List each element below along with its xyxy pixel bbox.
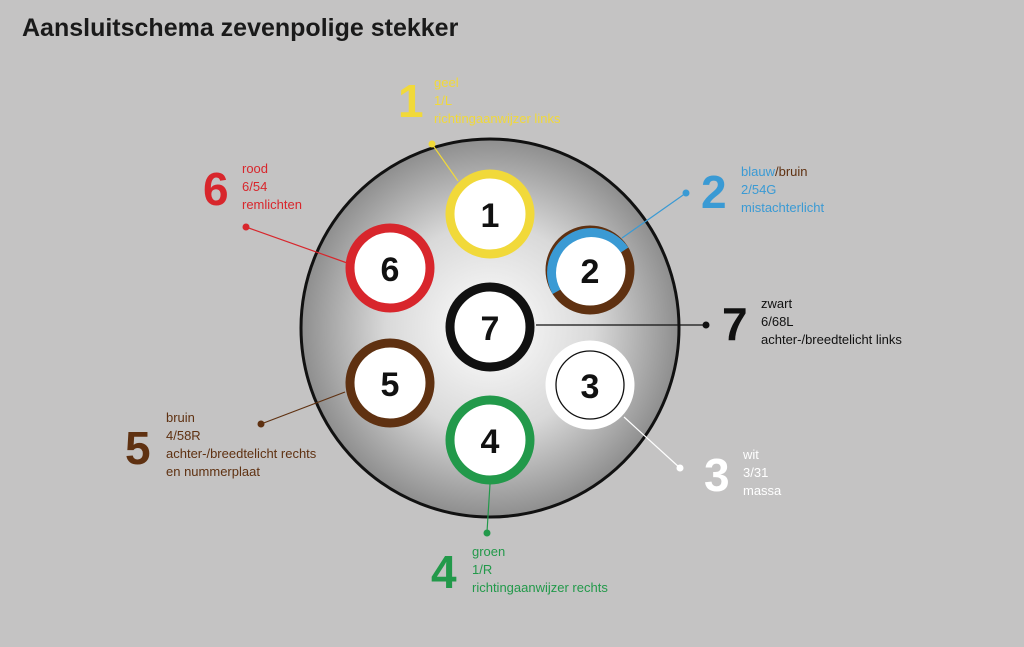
pin-1-big-number: 1 (398, 75, 424, 127)
pin-4-label: groen 1/R richtingaanwijzer rechts (472, 543, 608, 597)
pin-2-color: blauw/bruin (741, 163, 824, 181)
pin-7-function: achter-/breedtelicht links (761, 332, 902, 347)
pin-2-color-a: blauw (741, 164, 775, 179)
leader-dot-7 (702, 321, 710, 329)
pin-3-function: massa (743, 483, 782, 498)
leader-dot-4 (483, 529, 491, 537)
pin-1-number: 1 (481, 197, 500, 235)
pin-6-label: rood 6/54 remlichten (242, 160, 302, 214)
pin-2-big-number: 2 (701, 166, 727, 218)
pin-7-code: 6/68L (761, 314, 794, 329)
pin-6-ring (345, 223, 435, 313)
pin-3-color: wit (743, 447, 759, 462)
pin-3-number: 3 (581, 368, 600, 406)
pin-6-function: remlichten (242, 197, 302, 212)
leader-line-5 (260, 391, 346, 425)
leader-dot-6 (242, 223, 250, 231)
leader-line-3 (623, 416, 681, 469)
pin-2-color-b: bruin (778, 164, 808, 179)
pin-6-color: rood (242, 161, 269, 176)
pin-7-color: zwart (761, 296, 793, 311)
pin-6-code: 6/54 (242, 179, 268, 194)
pin-5-function: achter-/breedtelicht rechts (166, 446, 317, 461)
pin-4-ring (445, 395, 535, 485)
pin-2-code: 2/54G (741, 182, 777, 197)
pin-4-big-number: 4 (431, 546, 457, 598)
leader-line-6 (245, 226, 351, 265)
leader-line-1 (431, 143, 459, 182)
pin-5-number: 5 (381, 366, 400, 404)
pin-5-ring (345, 338, 435, 428)
pin-7-ring (445, 282, 535, 372)
pin-4-color: groen (472, 544, 506, 559)
pin-3-label: wit 3/31 massa (743, 446, 781, 500)
pin-2-ring-blue (547, 228, 629, 294)
pin-6-number: 6 (381, 251, 400, 289)
pin-7-big-number: 7 (722, 298, 748, 350)
pin-3-ring (545, 340, 635, 430)
pin-4-function: richtingaanwijzer rechts (472, 580, 608, 595)
pin-4-number: 4 (481, 423, 500, 461)
pin-1-function: richtingaanwijzer links (434, 111, 561, 126)
pin-1-ring (445, 169, 535, 259)
leader-dot-1 (428, 140, 436, 148)
leader-line-4 (486, 483, 491, 533)
pin-3-code: 3/31 (743, 465, 769, 480)
pin-2-label: blauw/bruin 2/54G mistachterlicht (741, 163, 824, 217)
pin-7-label: zwart 6/68L achter-/breedtelicht links (761, 295, 902, 349)
pin-3-inner-ring (555, 350, 625, 420)
pin-5-big-number: 5 (125, 422, 151, 474)
pin-2-color-sep: / (774, 164, 779, 179)
pin-7-number: 7 (481, 310, 500, 348)
pin-2-number: 2 (581, 253, 600, 291)
pin-5-color: bruin (166, 410, 195, 425)
leader-dot-2 (682, 189, 690, 197)
pin-1-label: geel 1/L richtingaanwijzer links (434, 74, 560, 128)
pin-3-big-number: 3 (704, 449, 730, 501)
leader-dot-5 (257, 420, 265, 428)
pin-2-function: mistachterlicht (741, 200, 825, 215)
pin-1-color: geel (434, 75, 459, 90)
page-title: Aansluitschema zevenpolige stekker (22, 14, 459, 42)
pin-1-code: 1/L (434, 93, 453, 108)
pin-5-code: 4/58R (166, 428, 201, 443)
pin-5-label: bruin 4/58R achter-/breedtelicht rechts … (166, 409, 316, 481)
pin-5-function-2: en nummerplaat (166, 464, 260, 479)
pin-6-big-number: 6 (203, 163, 229, 215)
leader-dot-3 (676, 464, 684, 472)
leader-line-2 (621, 192, 687, 239)
pin-4-code: 1/R (472, 562, 493, 577)
